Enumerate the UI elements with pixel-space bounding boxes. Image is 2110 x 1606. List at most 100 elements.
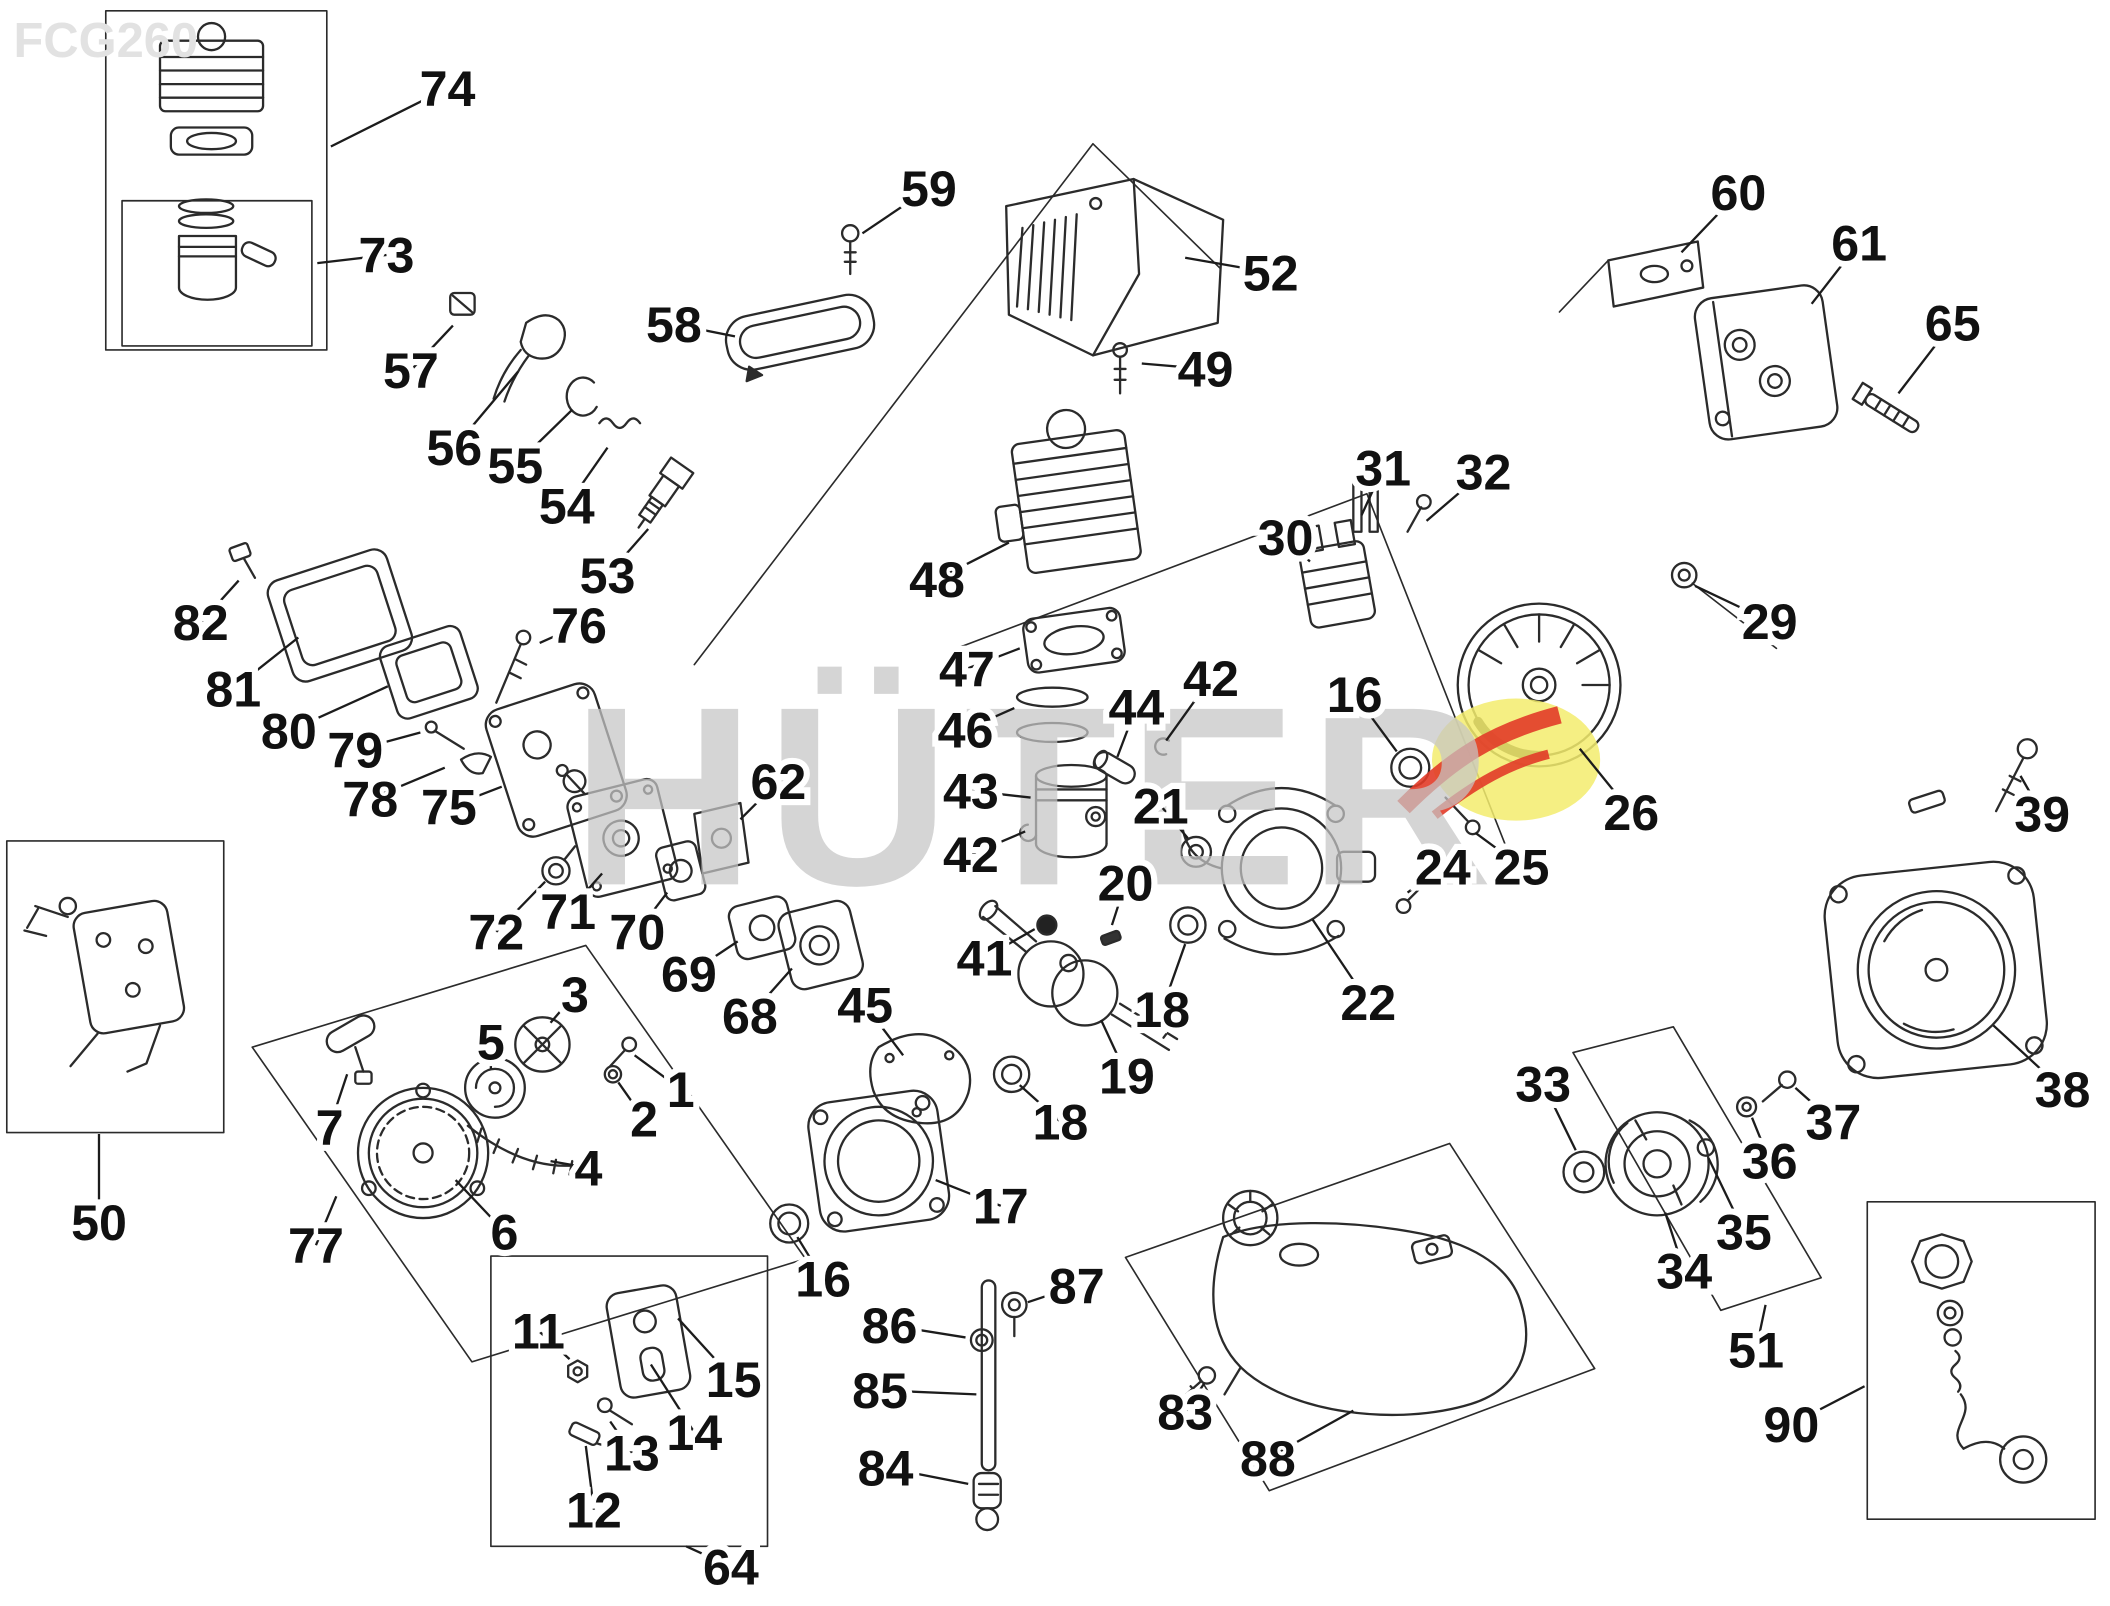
crankcase-drawing [1181,747,1481,956]
leader-line-62 [739,780,780,821]
part-label-90: 90 [1763,1397,1819,1453]
leader-line-39 [2019,775,2044,815]
watermark-red-swoosh-2 [1431,749,1550,819]
part-label-43: 43 [943,763,999,819]
leader-line-16 [1353,693,1398,753]
leader-line-12 [584,1445,596,1510]
leader-line-87 [1027,1284,1078,1304]
handle-cover-drawing [724,293,876,383]
leader-line-78 [369,766,446,800]
leader-line-17 [935,1179,1002,1207]
part-label-5: 5 [477,1014,505,1070]
leader-line-80 [288,685,389,733]
leader-line-54 [565,446,609,507]
part-label-87: 87 [1049,1259,1105,1315]
part-label-80: 80 [261,704,317,760]
part-label-18: 18 [1033,1094,1089,1150]
watermark-text: HÜTER [571,654,1503,939]
leader-line-61 [1810,242,1861,305]
muffler-group-drawing [1558,240,1920,441]
part-label-1: 1 [667,1062,695,1118]
leader-line-84 [885,1466,969,1486]
part-label-65: 65 [1925,295,1981,351]
leader-line-4 [550,1159,589,1170]
starter-grip-kit-drawing [1910,1233,2048,1484]
part-label-33: 33 [1515,1056,1571,1112]
part-label-7: 7 [316,1100,344,1156]
part-label-77: 77 [288,1218,344,1274]
part-label-73: 73 [359,228,415,284]
leader-line-53 [606,528,650,576]
part-label-45: 45 [837,978,893,1034]
leader-line-85 [880,1389,977,1396]
leader-line-45 [864,1004,905,1056]
part-label-78: 78 [342,772,398,828]
fan-housing-drawing [1823,738,2049,1080]
part-label-4: 4 [575,1141,603,1197]
part-label-59: 59 [901,161,957,217]
part-label-51: 51 [1728,1322,1784,1378]
leader-line-64 [685,1545,732,1568]
part-label-81: 81 [205,662,261,718]
part-label-2: 2 [630,1092,658,1148]
part-label-11: 11 [512,1303,565,1359]
leader-lines-layer [97,87,2064,1568]
leader-line-76 [539,624,580,644]
leader-line-42 [1165,677,1212,742]
leader-line-16 [796,1236,825,1280]
leader-line-71 [567,872,603,913]
part-label-15: 15 [706,1352,762,1408]
leader-line-19 [1100,1019,1128,1077]
leader-line-74 [330,87,449,148]
part-label-39: 39 [2014,786,2070,842]
leader-line-86 [889,1324,966,1339]
part-label-74: 74 [420,61,476,117]
fuel-tank-drawing [1175,1189,1528,1417]
spark-plug-parts-drawing [449,291,695,529]
leader-line-69 [688,940,739,975]
leader-line-43 [970,789,1031,799]
leader-line-15 [677,1317,735,1381]
part-label-32: 32 [1456,445,1512,501]
leader-line-48 [936,541,1010,581]
leader-line-42 [970,830,1026,856]
part-label-64: 64 [703,1539,759,1595]
engine-cover-drawing [1005,177,1225,395]
bracket-kit-drawing [567,1284,692,1447]
part-label-14: 14 [666,1405,722,1461]
part-label-13: 13 [604,1425,660,1481]
leader-line-11 [537,1329,571,1360]
leader-line-7 [328,1073,349,1128]
part-label-68: 68 [722,989,778,1045]
part-label-47: 47 [939,641,995,697]
leader-line-46 [965,706,1015,731]
leader-line-83 [1184,1382,1206,1413]
part-label-6: 6 [490,1204,518,1260]
leader-line-68 [749,967,793,1017]
leader-line-1 [633,1054,682,1091]
part-label-25: 25 [1494,839,1550,895]
leader-line-51 [1754,1304,1767,1350]
leader-line-59 [861,187,930,235]
leader-line-41 [983,928,1036,959]
leader-line-32 [1425,471,1485,522]
part-label-85: 85 [852,1363,908,1419]
part-label-16: 16 [1327,667,1383,723]
leader-line-47 [966,647,1021,670]
part-label-48: 48 [909,552,965,608]
group-boxes [5,10,2096,1548]
part-label-44: 44 [1108,679,1164,735]
part-label-58: 58 [646,297,702,353]
part-label-19: 19 [1099,1048,1155,1104]
part-label-18: 18 [1134,982,1190,1038]
leader-line-29 [1694,584,1771,623]
part-label-37: 37 [1805,1094,1861,1150]
part-label-26: 26 [1603,785,1659,841]
part-label-88: 88 [1240,1431,1296,1487]
leader-line-81 [232,636,300,690]
part-label-60: 60 [1711,165,1767,221]
leader-line-6 [454,1179,506,1233]
part-label-24: 24 [1415,839,1471,895]
leader-line-26 [1578,748,1633,814]
